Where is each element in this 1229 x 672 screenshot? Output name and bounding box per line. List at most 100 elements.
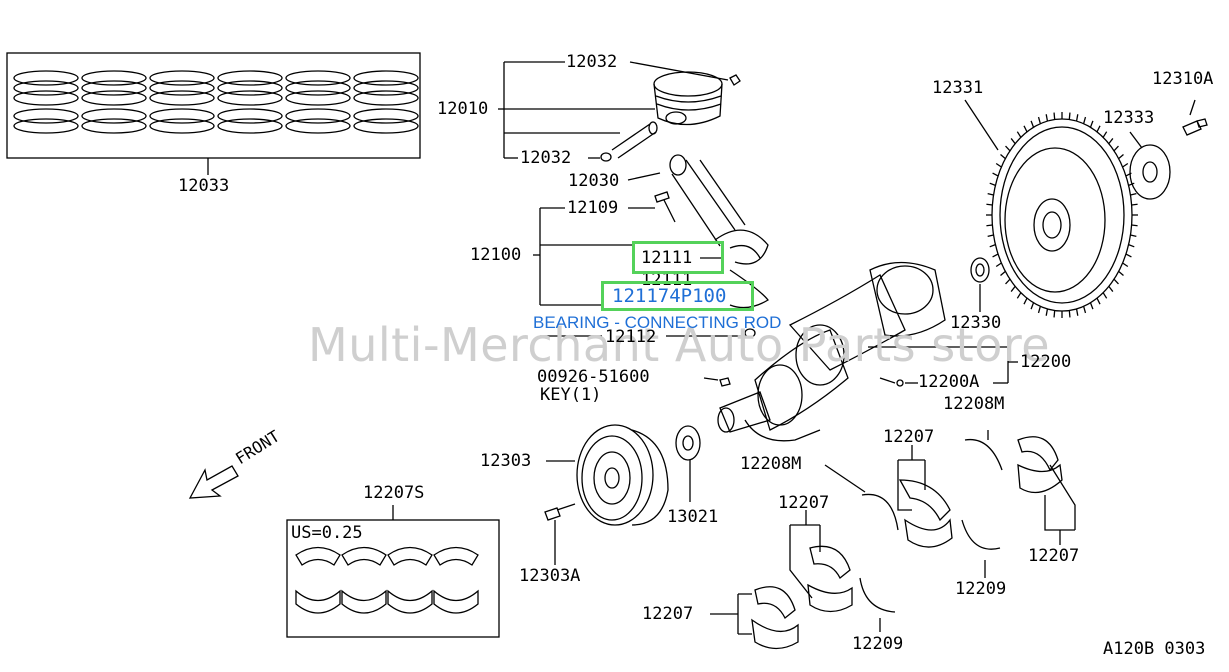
flywheel-tooth [1016, 131, 1022, 138]
piston-ring [285, 90, 351, 106]
callout-12209-right[interactable]: 12209 [955, 579, 1007, 599]
callout-12303A[interactable]: 12303A [519, 566, 581, 586]
flywheel-tooth [1068, 112, 1071, 120]
callout-13021[interactable]: 13021 [667, 507, 719, 527]
highlight-box-part-number[interactable] [601, 281, 754, 311]
piston-ring [353, 80, 419, 96]
piston-ring [13, 80, 79, 96]
callout-12030[interactable]: 12030 [568, 171, 620, 191]
flywheel-tooth [1000, 270, 1006, 277]
diagram-code: A120B 0303 [1103, 639, 1206, 659]
flywheel-tooth [1096, 297, 1101, 305]
flywheel-tooth [1089, 302, 1094, 310]
bearing-shell [295, 589, 341, 614]
flywheel-tooth [1118, 270, 1124, 277]
flywheel-tooth [1005, 145, 1011, 152]
flywheel-tooth [1108, 285, 1114, 292]
piston-ring [217, 108, 283, 124]
piston-ring [353, 118, 419, 134]
flywheel-tooth [1005, 278, 1011, 285]
callout-key: KEY(1) [540, 385, 602, 405]
flywheel-tooth [1130, 192, 1137, 196]
flywheel-tooth [1010, 285, 1016, 292]
flywheel-tooth [1102, 131, 1108, 138]
callout-12111-a[interactable]: 12111 [641, 248, 693, 268]
callout-12303[interactable]: 12303 [480, 451, 532, 471]
flywheel-tooth [1108, 138, 1114, 145]
part-description: BEARING - CONNECTING ROD [533, 313, 782, 332]
piston-ring [81, 80, 147, 96]
callout-12209-bottom[interactable]: 12209 [852, 634, 904, 654]
callout-12032-top[interactable]: 12032 [566, 52, 618, 72]
flywheel-tooth [1000, 153, 1006, 160]
piston-ring [353, 90, 419, 106]
part-number-link[interactable]: 121174P100 [612, 285, 727, 307]
piston-ring [217, 80, 283, 96]
bearing-shell [433, 589, 479, 614]
piston-ring [13, 70, 79, 86]
flywheel-tooth [1068, 310, 1071, 318]
bearing-shell [387, 546, 433, 566]
flywheel-tooth [1113, 145, 1119, 152]
flywheel-tooth [1023, 297, 1028, 305]
flywheel-tooth [986, 224, 993, 227]
flywheel-tooth [992, 172, 999, 177]
callout-00926-51600[interactable]: 00926-51600 [537, 367, 650, 387]
flywheel-tooth [987, 192, 994, 196]
bearing-set-box [286, 505, 500, 638]
bearing-shell [341, 546, 387, 566]
callout-12310A[interactable]: 12310A [1152, 69, 1214, 89]
callout-12330[interactable]: 12330 [950, 313, 1002, 333]
piston-ring [149, 90, 215, 106]
piston-ring [149, 108, 215, 124]
callout-12100[interactable]: 12100 [470, 245, 522, 265]
piston-ring [149, 80, 215, 96]
callout-12207-center[interactable]: 12207 [778, 493, 830, 513]
flywheel-tooth [1096, 125, 1101, 133]
callout-12207S[interactable]: 12207S [363, 483, 425, 503]
piston-ring [285, 108, 351, 124]
flywheel [964, 99, 1208, 318]
flywheel-tooth [1122, 262, 1129, 268]
callout-12109[interactable]: 12109 [567, 198, 619, 218]
callout-12033[interactable]: 12033 [178, 176, 230, 196]
flywheel-tooth [1131, 203, 1138, 206]
piston [600, 71, 741, 162]
main-bearings [710, 430, 1076, 650]
crank-pulley [544, 424, 701, 565]
piston-ring [217, 118, 283, 134]
callout-12032-bottom[interactable]: 12032 [520, 148, 572, 168]
flywheel-tooth [986, 203, 993, 206]
callout-12207-mid[interactable]: 12207 [883, 427, 935, 447]
bearing-shell [295, 546, 341, 566]
callout-12010[interactable]: 12010 [437, 99, 489, 119]
flywheel-tooth [1113, 278, 1119, 285]
callout-12333[interactable]: 12333 [1103, 108, 1155, 128]
piston-ring [149, 118, 215, 134]
callout-12111-b[interactable]: 12111 [641, 270, 693, 290]
front-arrow [188, 465, 239, 499]
flywheel-tooth [995, 262, 1002, 268]
callout-12208M-right[interactable]: 12208M [943, 394, 1005, 414]
callout-12200[interactable]: 12200 [1020, 352, 1072, 372]
callout-12207-right[interactable]: 12207 [1028, 546, 1080, 566]
callout-12207-bottom[interactable]: 12207 [642, 604, 694, 624]
callout-12208M-left[interactable]: 12208M [740, 454, 802, 474]
crank-leaders [868, 346, 1018, 384]
flywheel-tooth [1075, 114, 1079, 122]
bearing-shell [341, 589, 387, 614]
callout-12200A[interactable]: 12200A [918, 372, 980, 392]
highlight-box-12111[interactable] [632, 241, 724, 274]
piston-ring [81, 70, 147, 86]
flywheel-tooth [1118, 153, 1124, 160]
flywheel-tooth [1075, 308, 1079, 316]
flywheel-tooth [1053, 112, 1056, 120]
piston-ring [81, 90, 147, 106]
piston-ring [13, 90, 79, 106]
callout-12331[interactable]: 12331 [932, 78, 984, 98]
piston-ring [217, 90, 283, 106]
piston-ring [13, 108, 79, 124]
callout-12112[interactable]: 12112 [605, 327, 657, 347]
piston-ring [149, 70, 215, 86]
